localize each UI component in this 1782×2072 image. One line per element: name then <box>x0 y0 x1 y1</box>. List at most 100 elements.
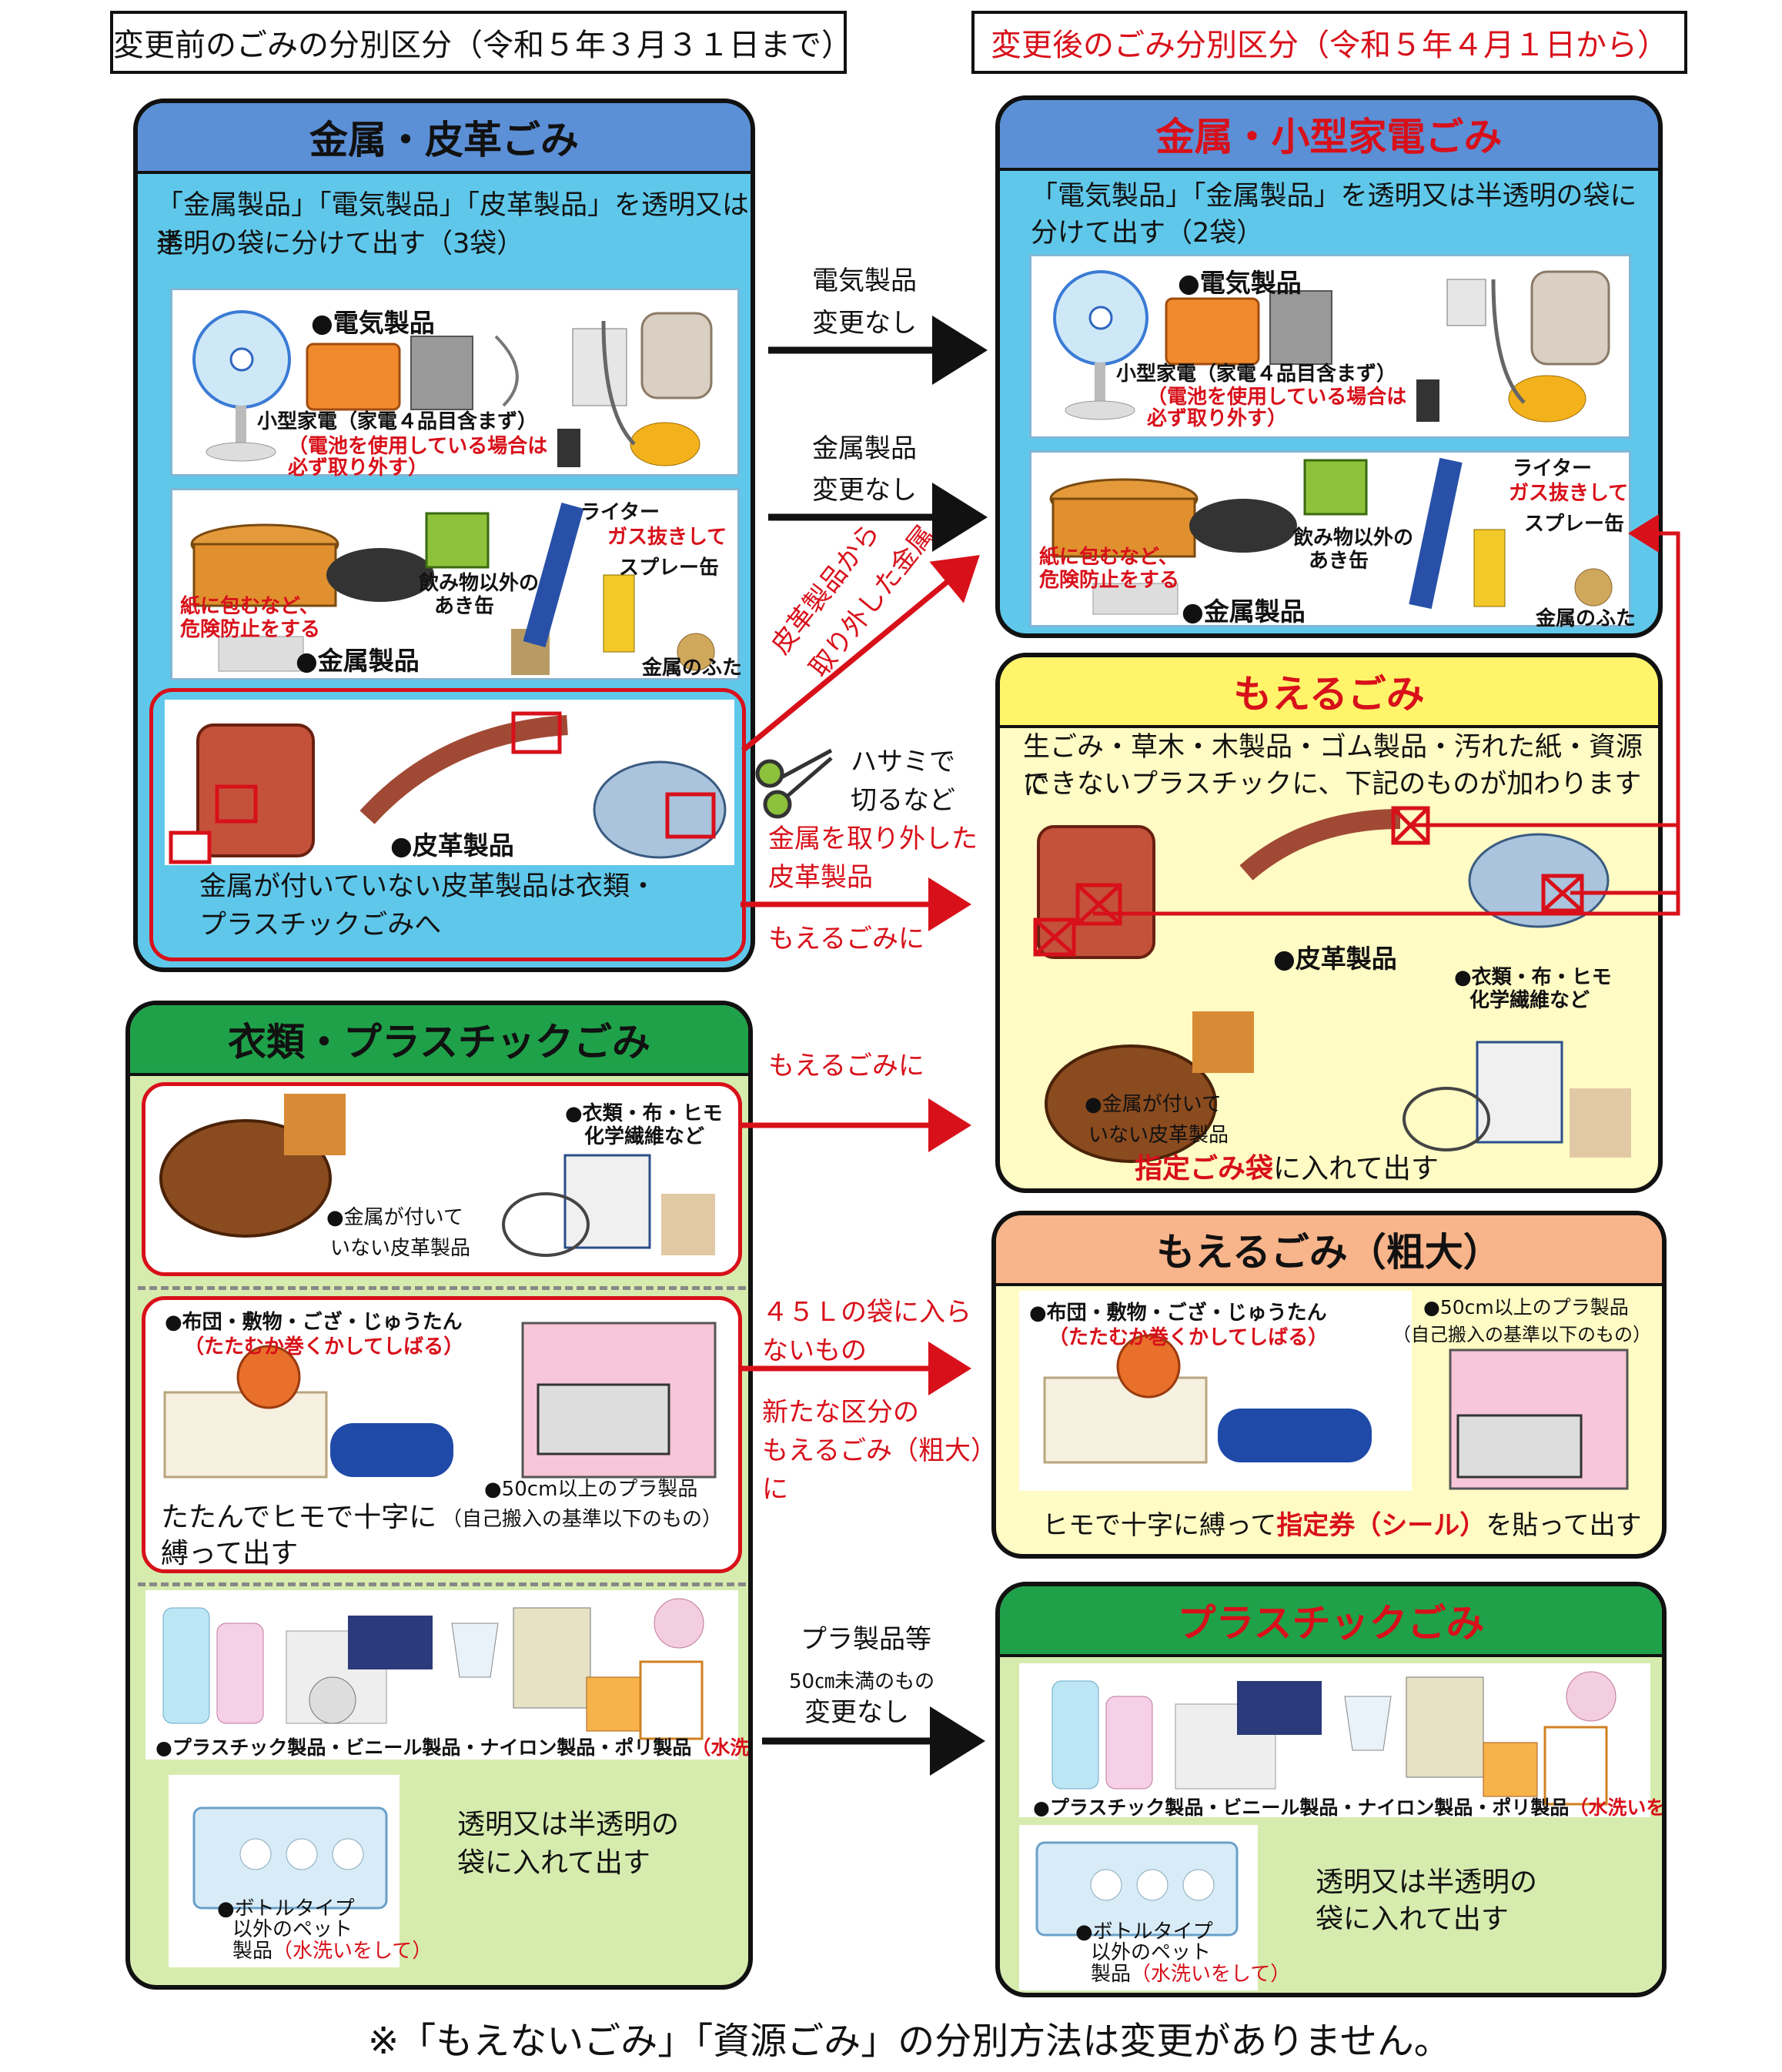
pan-icon <box>326 548 434 602</box>
metal-label: ●金属製品 <box>296 646 420 676</box>
mid-new-cat-2: もえるごみ（粗大） <box>762 1435 997 1466</box>
pet-label-2: 以外のペット <box>1091 1941 1212 1964</box>
pet-label-3-text: 製品 <box>232 1940 273 1963</box>
belt-icon <box>1239 809 1401 881</box>
mid-to-burnable-2: もえるごみに <box>768 1051 924 1081</box>
panel-title: 衣類・プラスチックごみ <box>130 1005 748 1076</box>
leather-note-2: プラスチックごみへ <box>199 910 442 941</box>
self-carry-note: （自己搬入の基準以下のもの） <box>442 1508 723 1531</box>
cloth-label-1: ●衣類・布・ヒモ <box>1454 966 1612 989</box>
tray-icon <box>348 1616 433 1669</box>
cloth-illustration <box>159 1094 715 1257</box>
pet-wash-note: （水洗いをして） <box>1131 1963 1291 1986</box>
phone-icon <box>1416 379 1439 422</box>
metal-label: ●金属製品 <box>1182 597 1306 627</box>
small-appliance-label: 小型家電（家電４品目含まず） <box>257 410 538 433</box>
leather-nometal-2: いない皮革製品 <box>330 1237 471 1260</box>
cup-noodle-icon <box>639 1660 704 1740</box>
noodle-pack-icon <box>1483 1742 1538 1797</box>
desc-line-2: できないプラスチックに、下記のものが加わります <box>1023 769 1642 800</box>
calculator-icon <box>410 336 473 410</box>
pet-wash-note: （水洗いをして） <box>272 1940 433 1963</box>
electric-label: ●電気製品 <box>1178 268 1302 298</box>
futon-label: ●布団・敷物・ござ・じゅうたん <box>165 1311 463 1334</box>
electric-label: ●電気製品 <box>311 308 435 338</box>
battery-note-1: （電池を使用している場合は <box>1147 386 1407 409</box>
leather-image-box: ●皮革製品 <box>165 700 734 865</box>
futon-note: （たたむか巻くかしてしばる） <box>1048 1326 1329 1349</box>
wash-note: （水洗いをして） <box>691 1736 750 1759</box>
plastic-illustration <box>1051 1671 1617 1806</box>
pot-icon <box>640 312 713 399</box>
toaster-icon <box>306 343 401 411</box>
plastic-items-text: ●プラスチック製品・ビニール製品・ナイロン製品・ポリ製品 <box>1033 1796 1570 1819</box>
bottle-icon-2 <box>1105 1696 1153 1790</box>
lid-label: 金属のふた <box>1536 607 1637 630</box>
shorts-icon <box>1570 1088 1631 1158</box>
pot-icon <box>1530 270 1610 366</box>
futon-icon <box>163 1391 328 1479</box>
plastic-items-label: ●プラスチック製品・ビニール製品・ナイロン製品・ポリ製品（水洗いをして） <box>1033 1793 1662 1820</box>
bag-note-1: 透明又は半透明の <box>457 1809 680 1840</box>
mid-scissors-1: ハサミで <box>851 747 955 777</box>
noodle-pack-icon <box>586 1676 641 1732</box>
plastic-image-box: ●プラスチック製品・ビニール製品・ナイロン製品・ポリ製品（水洗いをして） <box>145 1590 748 1760</box>
bag-instruction-red: 指定ごみ袋 <box>1135 1153 1274 1185</box>
plastic-illustration <box>162 1598 704 1740</box>
mid-metal-1: 金属製品 <box>812 433 917 464</box>
bottle-icon-2 <box>216 1623 264 1724</box>
plastic-items-label: ●プラスチック製品・ビニール製品・ナイロン製品・ポリ製品（水洗いをして） <box>155 1733 750 1760</box>
panel-title: もえるごみ <box>1000 657 1658 728</box>
bag-instruction: 指定ごみ袋に入れて出す <box>1135 1150 1439 1188</box>
handbag-icon <box>1468 833 1610 928</box>
lid-icon <box>677 633 715 671</box>
plastic-image-box: ●プラスチック製品・ビニール製品・ナイロン製品・ポリ製品（水洗いをして） <box>1019 1663 1662 1819</box>
futon-illustration <box>1043 1334 1372 1464</box>
pet-illustration <box>192 1806 388 1910</box>
header-before-text: 変更前のごみの分別区分（令和５年３月３１日まで） <box>113 28 852 63</box>
spray-icon <box>1473 529 1506 607</box>
pet-image-box: ●ボトルタイプ 以外のペット 製品（水洗いをして） <box>169 1775 432 1967</box>
school-bag-icon <box>1037 825 1155 959</box>
wrap-label-2: 危険防止をする <box>180 618 321 641</box>
pet-illustration <box>1035 1841 1239 1937</box>
leather-nometal-2: いない皮革製品 <box>1088 1124 1229 1147</box>
battery-note-2: 必ず取り外す） <box>288 456 429 480</box>
mid-new-cat-1: 新たな区分の <box>762 1397 919 1428</box>
belt-icon <box>359 715 568 824</box>
futon-image-box: ●布団・敷物・ござ・じゅうたん （たたむか巻くかしてしばる） <box>1019 1291 1412 1491</box>
work-glove-icon <box>1192 1011 1254 1073</box>
cloth-label-1: ●衣類・布・ヒモ <box>565 1102 723 1125</box>
pet-label-3-text: 製品 <box>1091 1963 1132 1986</box>
pet-label-1: ●ボトルタイプ <box>217 1897 355 1920</box>
mid-removed-1: 金属を取り外した <box>768 824 978 854</box>
cloth-label-2: 化学繊維など <box>1469 989 1590 1012</box>
mid-removed-2: 皮革製品 <box>768 862 873 893</box>
electric-illustration <box>1053 270 1610 423</box>
pet-label-3: 製品（水洗いをして） <box>1091 1958 1290 1987</box>
vacuum-icon <box>1508 375 1586 423</box>
plastic50-label: ●50cm以上のプラ製品 <box>1423 1296 1629 1318</box>
gas-label: ガス抜きして <box>1509 482 1629 505</box>
electric-image-box: ●電気製品 小型家電（家電４品目含まず） （電池を使用している場合は 必ず取り外… <box>170 288 740 480</box>
small-appliance-label: 小型家電（家電４品目含まず） <box>1116 363 1397 386</box>
metal-image-box: ライター ガス抜きして スプレー缶 飲み物以外の あき缶 紙に包むなど、 危険防… <box>1029 450 1636 630</box>
plastic50-label: ●50cm以上のプラ製品 <box>484 1478 698 1501</box>
header-after: 変更後のごみ分別区分（令和５年４月１日から） <box>971 11 1687 74</box>
rolled-mat-icon <box>330 1423 453 1477</box>
tie-text-red: 指定券（シール） <box>1276 1510 1486 1541</box>
panel-clothing-plastic: 衣類・プラスチックごみ ●衣類・布・ヒモ 化学繊維など ●金属が付いて いない皮… <box>125 1001 753 1990</box>
outlet-icon <box>1446 279 1486 326</box>
cord-icon <box>494 335 519 407</box>
lighter-label: ライター <box>580 501 660 524</box>
mid-bag45-1: ４５Ｌの袋に入ら <box>762 1297 971 1328</box>
mid-to-burnable-1: もえるごみに <box>768 924 924 954</box>
panel-title: 金属・皮革ごみ <box>138 103 751 174</box>
futon-note: （たたむか巻くかしてしばる） <box>184 1335 464 1358</box>
bag-note-2: 袋に入れて出す <box>457 1847 650 1879</box>
foam-net-icon <box>654 1598 704 1649</box>
footer-note: ※「もえないごみ」「資源ごみ」の分別方法は変更がありません。 <box>368 2020 1451 2063</box>
metal-illustration <box>190 502 715 675</box>
tie-text-1: ヒモで十字に縛って <box>1042 1510 1277 1541</box>
umbrella-icon <box>523 502 584 648</box>
